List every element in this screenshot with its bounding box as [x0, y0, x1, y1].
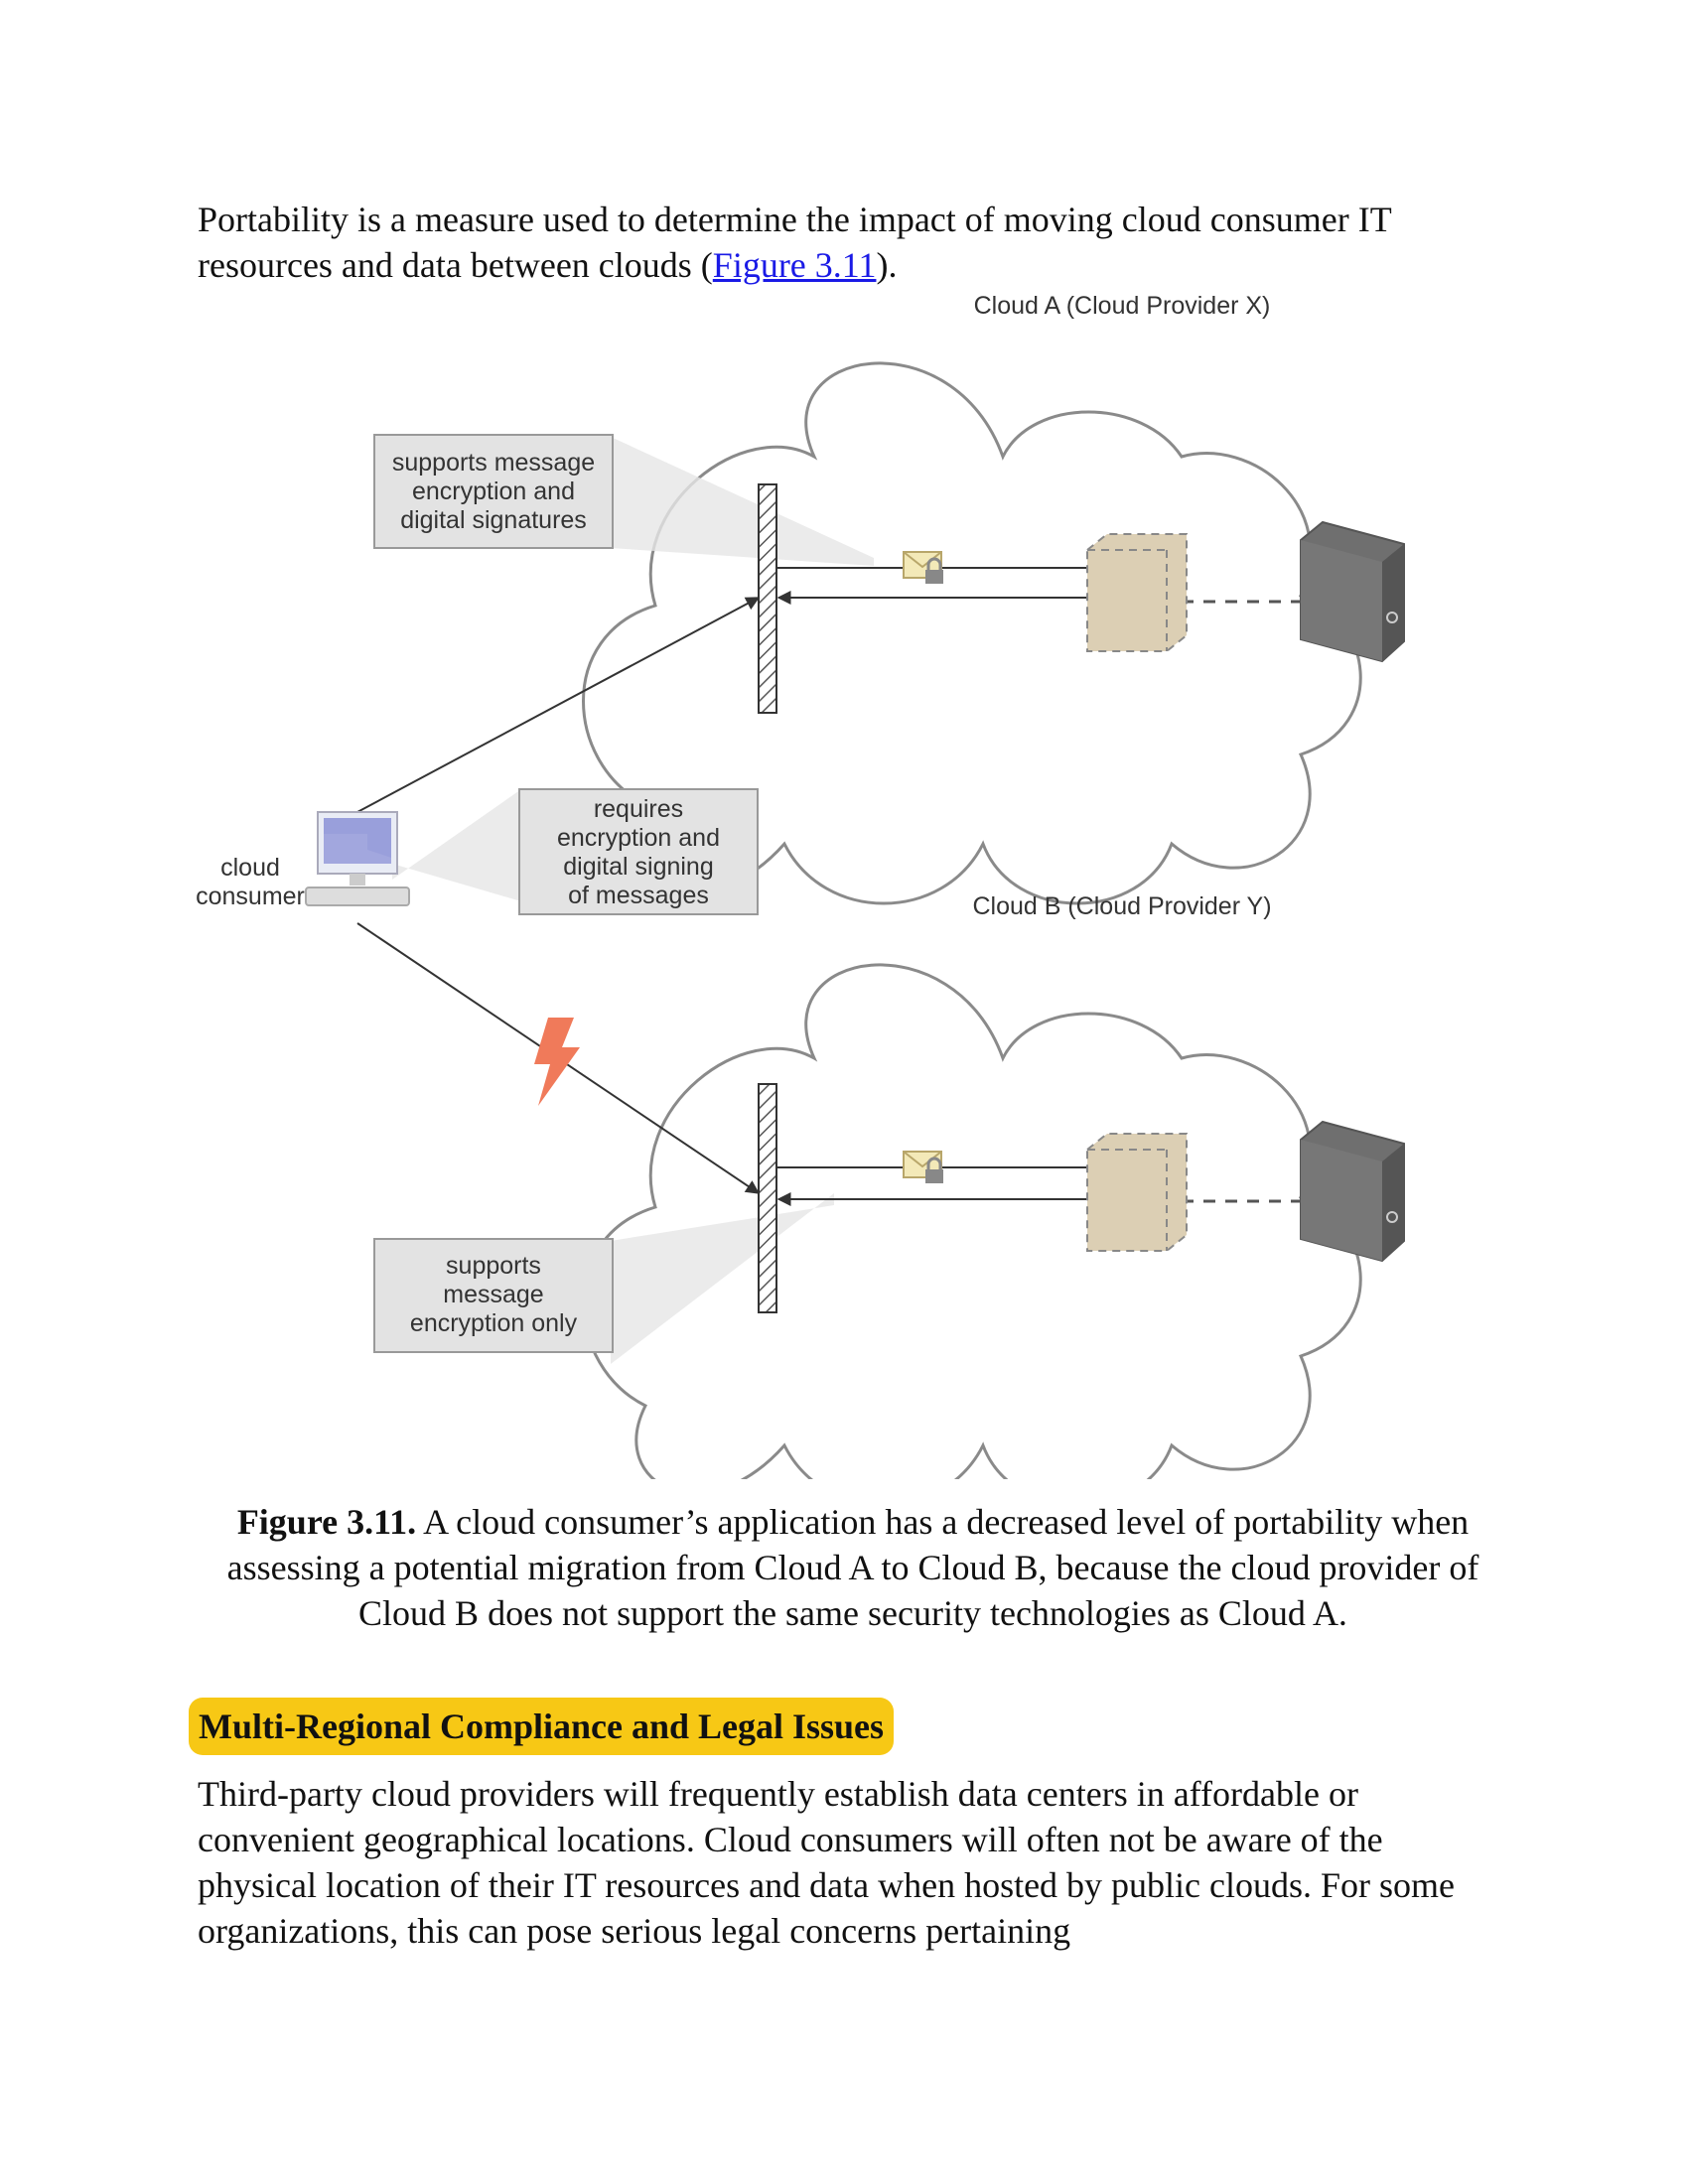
box-middle-line: digital signing	[563, 853, 714, 881]
box-bottom-line: encryption only	[410, 1309, 578, 1337]
section-heading: Multi-Regional Compliance and Legal Issu…	[189, 1698, 895, 1755]
figure-caption: Figure 3.11. A cloud consumer’s applicat…	[198, 1499, 1508, 1636]
cloud-b-title: Cloud B (Cloud Provider Y)	[972, 892, 1271, 920]
portability-diagram: Cloud A (Cloud Provider X) Cloud B (Clou…	[196, 292, 1405, 1479]
virtual-server-icon	[1086, 533, 1188, 652]
virtual-server-icon	[1086, 1133, 1188, 1252]
box-middle-line: requires	[594, 795, 683, 823]
firewall-a	[758, 483, 777, 714]
intro-text-end: ).	[876, 245, 898, 285]
box-top-line: supports message	[392, 449, 595, 477]
envelope-lock-icon	[903, 551, 943, 584]
beam-middle	[392, 789, 521, 901]
label-box-middle: requires encryption and digital signing …	[518, 788, 759, 915]
caption-text: A cloud consumer’s application has a dec…	[226, 1502, 1479, 1633]
physical-server-icon	[1300, 520, 1405, 663]
physical-server-icon	[1300, 1120, 1405, 1263]
intro-paragraph: Portability is a measure used to determi…	[198, 197, 1508, 288]
section-body: Third-party cloud providers will frequen…	[198, 1774, 1456, 1951]
consumer-label-1: cloud	[220, 854, 280, 882]
label-box-top: supports message encryption and digital …	[373, 434, 614, 549]
cloud-a-title: Cloud A (Cloud Provider X)	[974, 292, 1271, 320]
box-bottom-line: supports	[446, 1252, 541, 1280]
box-middle-line: of messages	[568, 882, 709, 909]
firewall-b	[758, 1083, 777, 1313]
computer-icon	[305, 811, 410, 906]
beam-bottom	[611, 1193, 834, 1364]
consumer-to-cloud-a	[356, 597, 761, 813]
beam-top	[611, 437, 874, 566]
box-bottom-line: message	[443, 1281, 543, 1308]
caption-label: Figure 3.11.	[236, 1502, 417, 1542]
cloud-a-shape	[582, 361, 1362, 905]
intro-text: Portability is a measure used to determi…	[198, 200, 1392, 285]
figure-link[interactable]: Figure 3.11	[712, 245, 877, 285]
envelope-lock-icon	[903, 1151, 943, 1183]
box-top-line: digital signatures	[400, 506, 587, 534]
cloud-b-shape	[582, 963, 1362, 1479]
lightning-icon	[534, 1018, 580, 1106]
label-box-bottom: supports message encryption only	[373, 1238, 614, 1353]
box-middle-line: encryption and	[557, 824, 720, 852]
box-top-line: encryption and	[412, 478, 575, 505]
consumer-label-2: consumer	[196, 883, 305, 910]
